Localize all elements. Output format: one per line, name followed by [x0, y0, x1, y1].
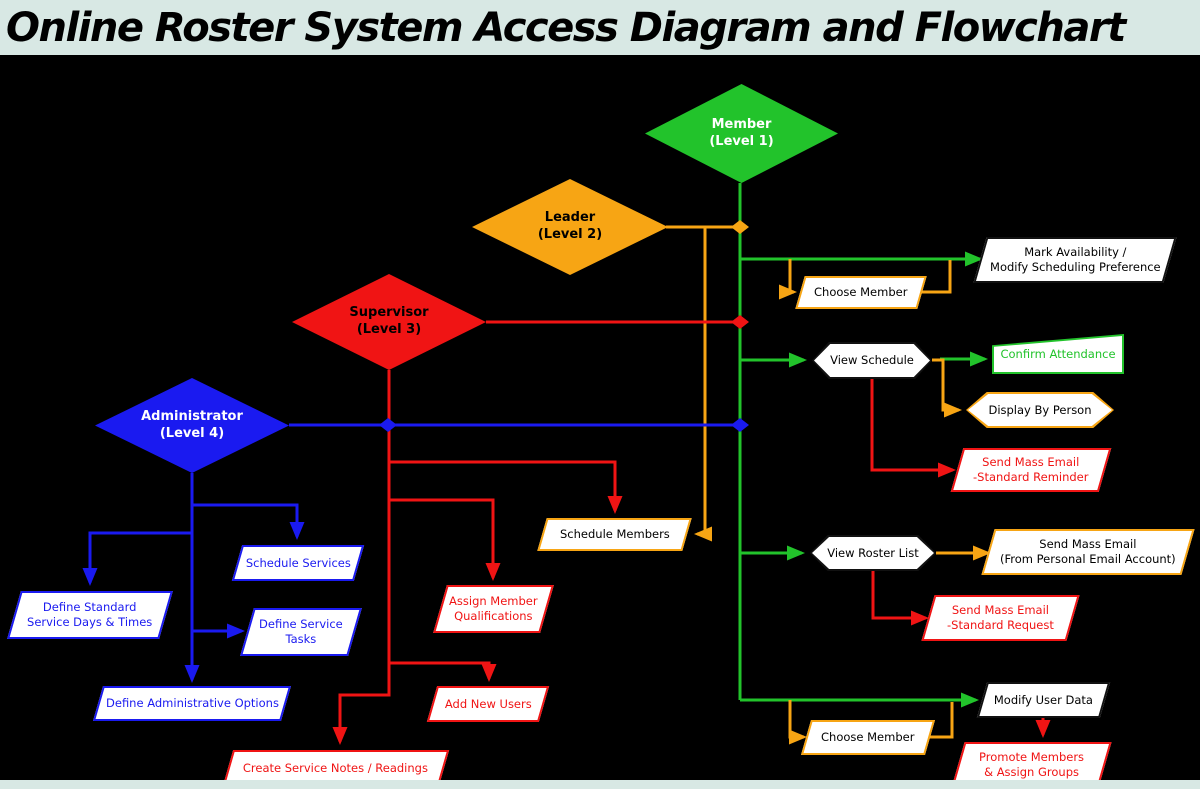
mark-availability-task: Mark Availability / Modify Scheduling Pr… [973, 237, 1177, 283]
send-mass-email-reminder-task: Send Mass Email -Standard Reminder [950, 448, 1112, 492]
define-standard-days-task: Define Standard Service Days & Times [7, 591, 173, 639]
modify-user-data-task: Modify User Data [976, 682, 1111, 718]
administrator-access-lines [82, 423, 740, 683]
schedule-services-task: Schedule Services [231, 545, 365, 581]
define-admin-options-task: Define Administrative Options [92, 686, 292, 721]
schedule-members-task: Schedule Members [537, 518, 692, 551]
choose-member-bottom-task: Choose Member [800, 720, 936, 755]
view-roster-list-task: View Roster List [810, 535, 936, 571]
bottom-strip [0, 780, 1200, 789]
send-mass-email-personal-task: Send Mass Email (From Personal Email Acc… [981, 529, 1195, 575]
leader-access-lines [666, 225, 991, 745]
assign-member-qualifications-task: Assign Member Qualifications [433, 585, 554, 633]
display-by-person-task: Display By Person [966, 392, 1114, 428]
confirm-attendance-task: Confirm Attendance [992, 334, 1124, 374]
supervisor-access-lines [332, 320, 1051, 745]
view-schedule-task: View Schedule [812, 342, 932, 379]
page-title: Online Roster System Access Diagram and … [6, 4, 1126, 51]
add-new-users-task: Add New Users [426, 686, 550, 722]
define-service-tasks-task: Define Service Tasks [240, 608, 362, 656]
member-access-lines [738, 183, 988, 708]
junction-nodes [379, 220, 749, 432]
choose-member-top-task: Choose Member [795, 276, 927, 309]
title-bar: Online Roster System Access Diagram and … [0, 0, 1200, 57]
send-mass-email-request-task: Send Mass Email -Standard Request [921, 595, 1080, 641]
